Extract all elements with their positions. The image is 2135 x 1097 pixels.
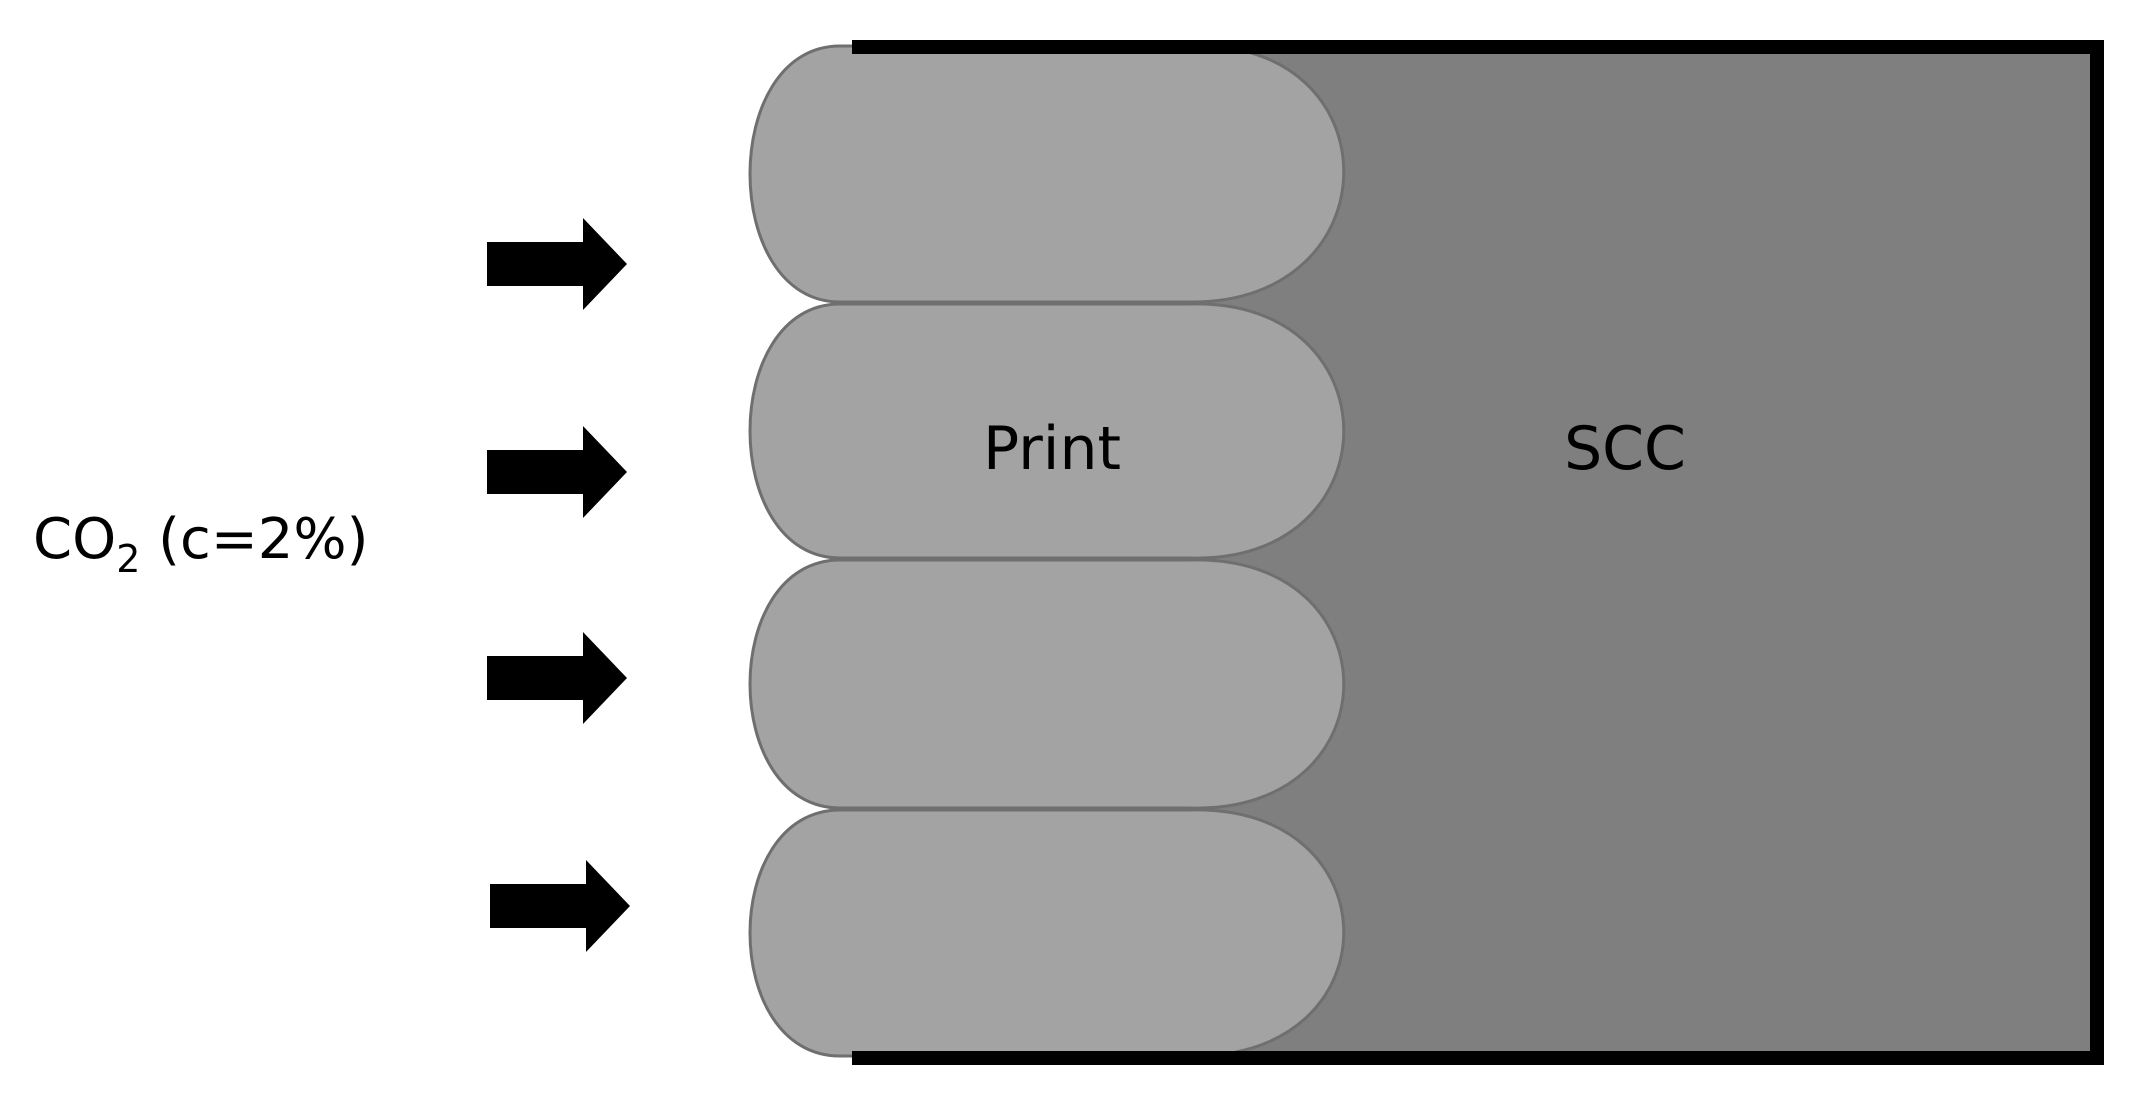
co2-concentration: (c=2%) <box>140 507 368 572</box>
co2-label: CO2 (c=2%) <box>33 507 368 581</box>
top-border <box>852 40 2102 54</box>
co2-arrows <box>487 218 630 952</box>
print-layer-2 <box>748 302 1346 560</box>
co2-species: CO <box>33 507 116 572</box>
bottom-border <box>852 1051 2102 1065</box>
co2-subscript: 2 <box>116 537 140 581</box>
scc-label: SCC <box>1564 414 1686 484</box>
print-layers <box>748 44 1346 1058</box>
arrow-icon <box>487 218 627 310</box>
arrow-icon <box>487 426 627 518</box>
right-border <box>2090 40 2104 1065</box>
print-layer-4 <box>748 808 1346 1058</box>
print-label: Print <box>983 414 1121 484</box>
arrow-icon <box>487 632 627 724</box>
print-layer-3 <box>748 558 1346 810</box>
arrow-icon <box>490 860 630 952</box>
print-layer-1 <box>748 44 1346 304</box>
